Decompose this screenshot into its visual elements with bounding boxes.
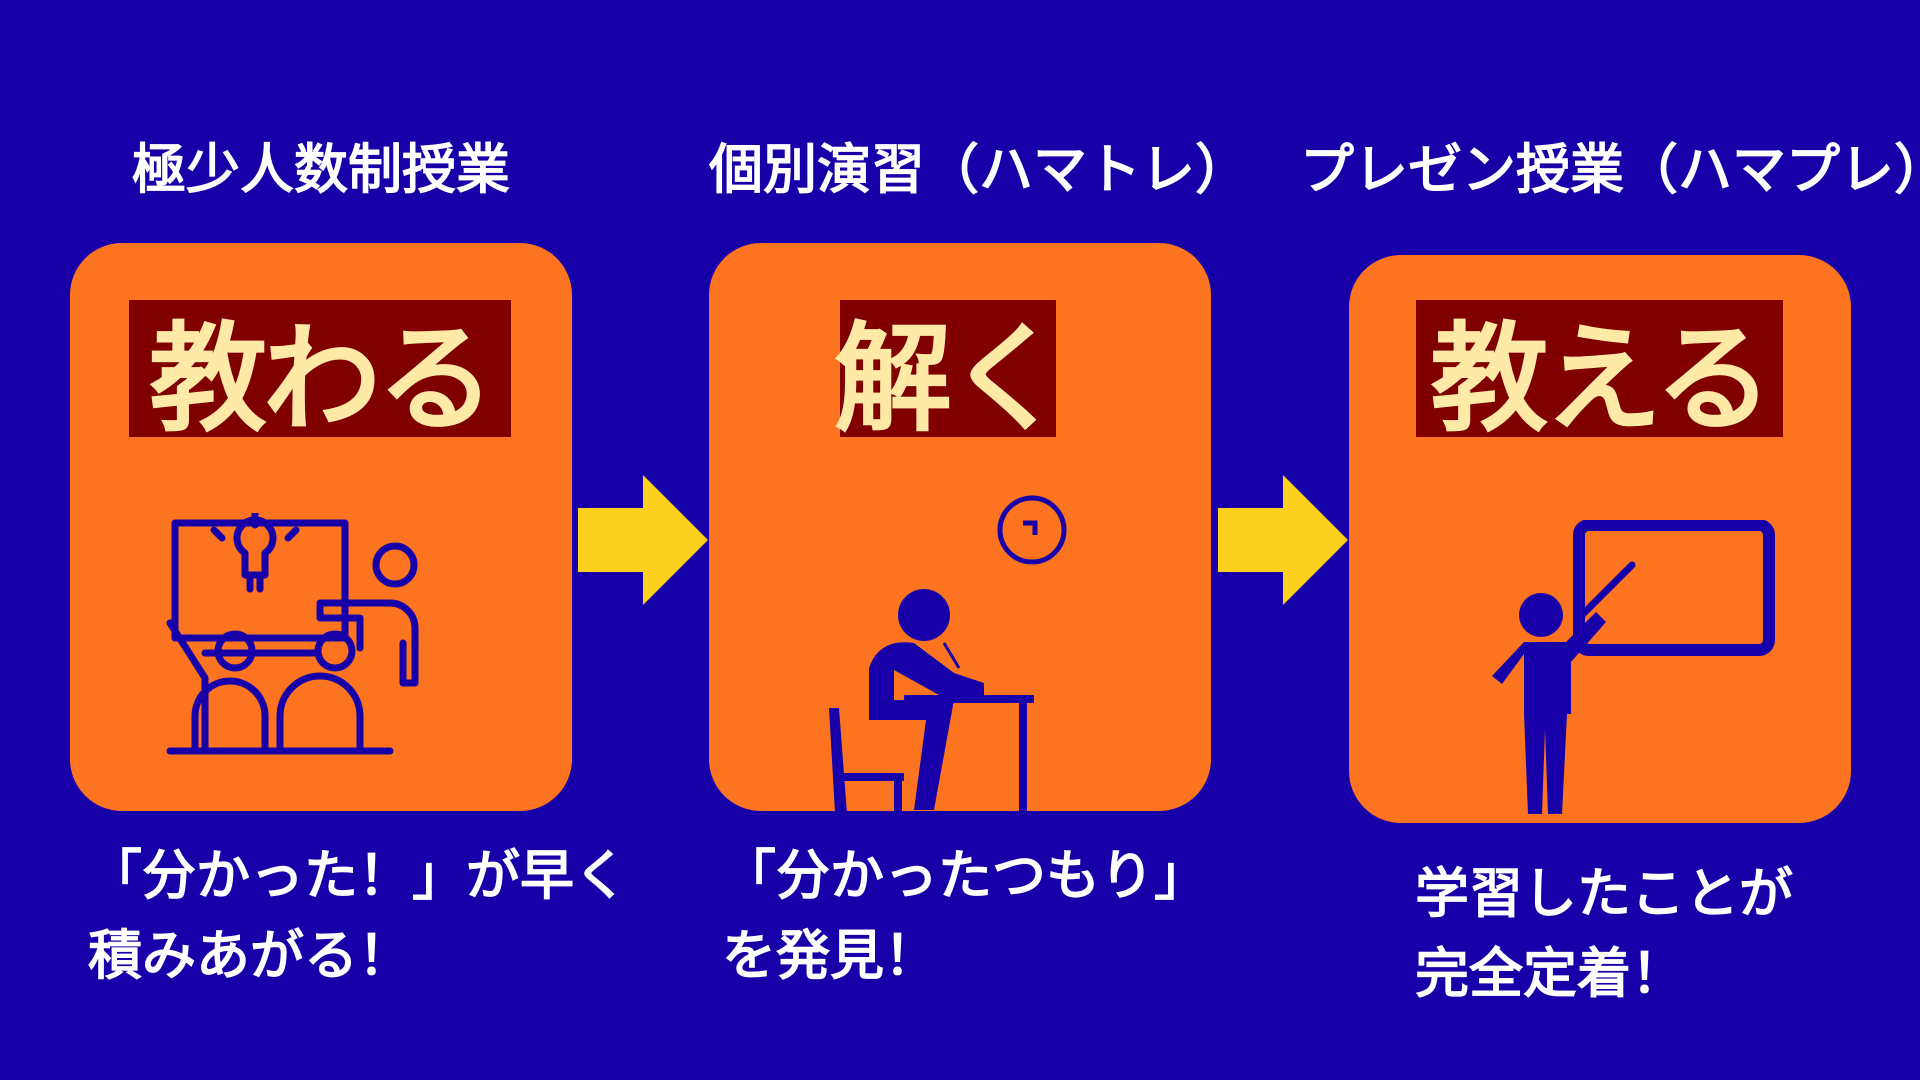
step1-heading: 極少人数制授業 [132, 137, 510, 201]
step2-card: 解く [709, 243, 1211, 813]
step2-desc-line1: 「分かったつもり」 [722, 843, 1208, 907]
classroom-lecture-icon [166, 513, 419, 755]
step2-heading: 個別演習（ハマトレ） [709, 137, 1249, 201]
student-studying-icon [829, 589, 1034, 813]
arrow-right-icon [1218, 475, 1348, 605]
teacher-presenting-icon [1492, 520, 1775, 814]
step2-description: 「分かったつもり」 を発見！ [722, 835, 1208, 995]
arrow-right-icon [578, 475, 708, 605]
step1-description: 「分かった！」が早く 積みあがる！ [88, 835, 628, 995]
step3-desc-line2: 完全定着！ [1415, 941, 1685, 1005]
step1-label: 教わる [129, 300, 511, 448]
step3-card: 教える [1349, 255, 1851, 823]
step3-label: 教える [1416, 300, 1783, 448]
step2-label: 解く [834, 300, 1066, 448]
step3-description: 学習したことが 完全定着！ [1415, 853, 1793, 1013]
step1-desc-line2: 積みあがる！ [88, 923, 412, 987]
step3-desc-line1: 学習したことが [1415, 861, 1793, 925]
step1-desc-line1: 「分かった！」が早く [88, 843, 628, 907]
clock-icon [997, 495, 1067, 565]
step1-card: 教わる [70, 243, 572, 811]
step3-heading: プレゼン授業（ハマプレ） [1300, 137, 1920, 201]
step2-desc-line2: を発見！ [722, 923, 938, 987]
